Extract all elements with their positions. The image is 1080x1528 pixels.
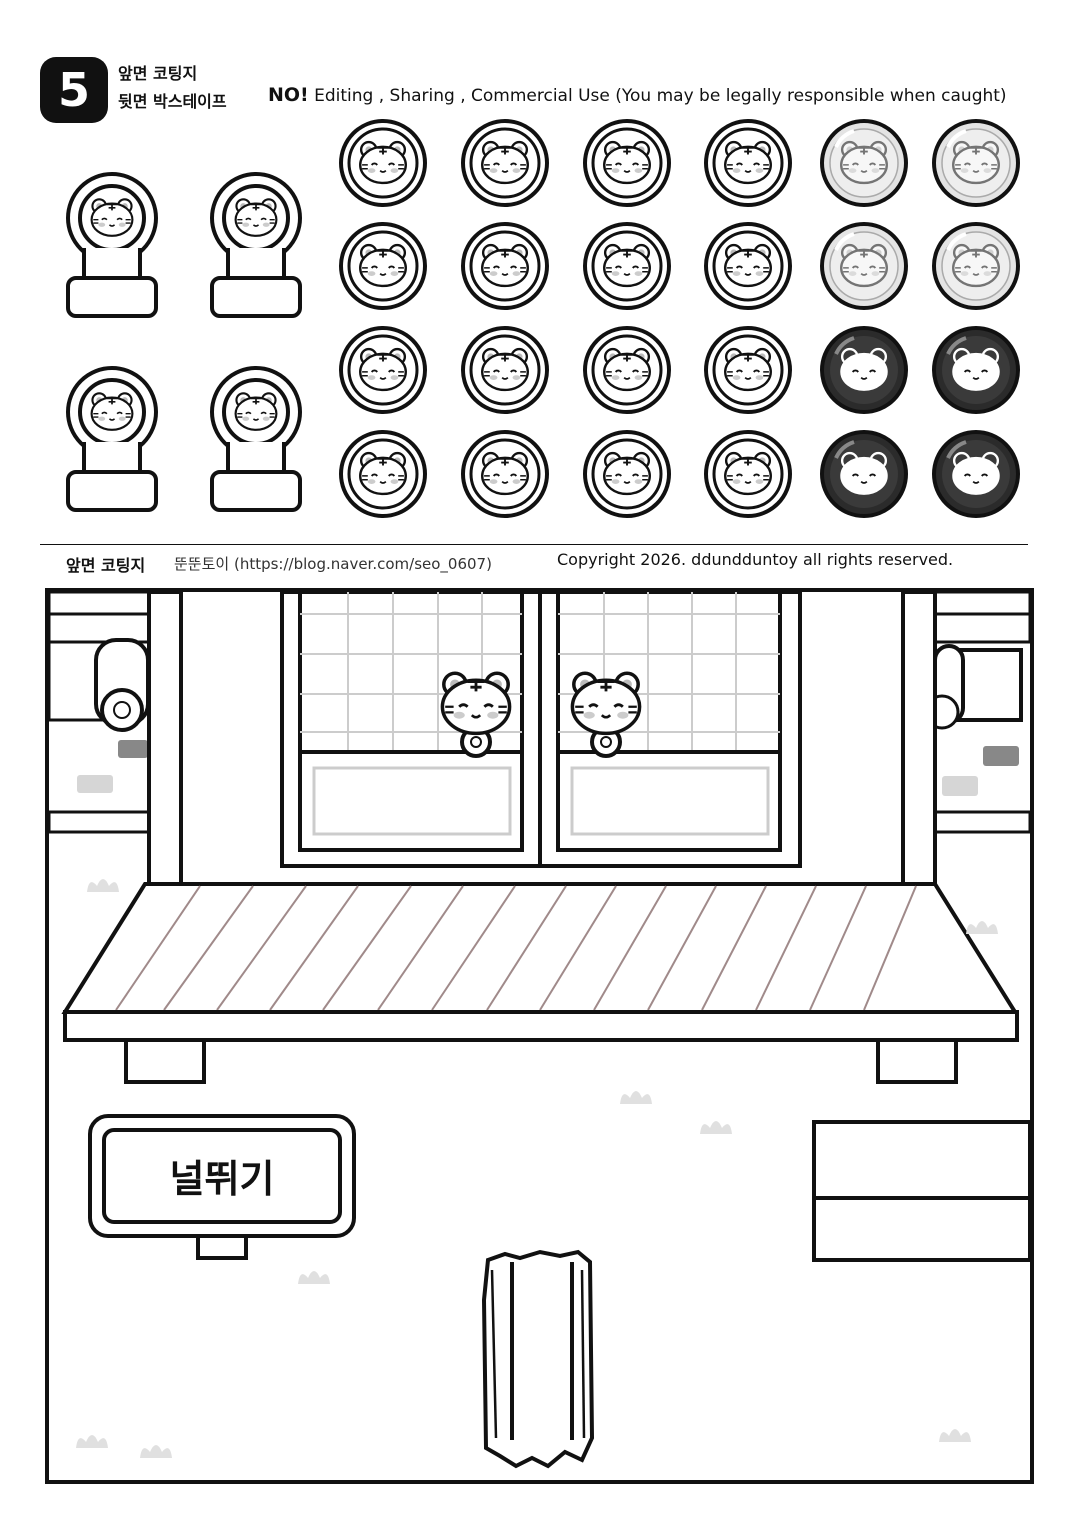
tiger-stand-4 [212,368,300,510]
floor-planks [115,885,917,1011]
notice-text: Editing , Sharing , Commercial Use (You … [314,86,1007,106]
usage-notice: NO! Editing , Sharing , Commercial Use (… [268,84,1007,106]
token-grid [341,121,1018,516]
page-number-badge: 5 [40,57,108,123]
tiger-token [341,121,425,205]
tiger-token-light [822,224,906,308]
notice-strong: NO! [268,84,309,106]
footer-front-label: 앞면 코팅지 [66,556,146,575]
tiger-token-light [934,121,1018,205]
hanok-scene: 널뛰기 [45,588,1034,1484]
tiger-stand-1 [68,174,156,316]
tiger-stand-3 [68,368,156,510]
back-instruction: 뒷면 박스테이프 [118,92,227,111]
header-instructions: 앞면 코팅지 뒷면 박스테이프 [118,60,227,116]
seesaw-plank [481,1249,595,1469]
tiger-token-dark [822,432,906,516]
footer-blog-link: 뚠뚠토이 (https://blog.naver.com/seo_0607) [174,555,492,573]
tiger-token [585,328,669,412]
tiger-token [706,432,790,516]
front-instruction: 앞면 코팅지 [118,64,198,83]
sign-text: 널뛰기 [170,1157,275,1201]
page-number: 5 [57,63,90,117]
cushion-bottom [812,1196,1032,1262]
tiger-peek-left [440,671,512,758]
tiger-stand-2 [212,174,300,316]
tiger-token [706,224,790,308]
tiger-token [463,224,547,308]
cushion-top [812,1120,1032,1200]
tiger-token-light [822,121,906,205]
section-divider [40,544,1028,545]
tiger-token-light [934,224,1018,308]
tiger-token [585,121,669,205]
tiger-token [463,121,547,205]
tiger-token [585,432,669,516]
tiger-token [706,121,790,205]
tiger-peek-right [570,671,642,758]
tiger-token [341,432,425,516]
tiger-token-dark [934,432,1018,516]
tiger-token-dark [822,328,906,412]
footer-copyright: Copyright 2026. ddundduntoy all rights r… [557,550,954,569]
tiger-token-dark [934,328,1018,412]
tiger-token [706,328,790,412]
tiger-token [341,328,425,412]
tiger-token [585,224,669,308]
tiger-token [341,224,425,308]
tiger-token [463,432,547,516]
tiger-token [463,328,547,412]
